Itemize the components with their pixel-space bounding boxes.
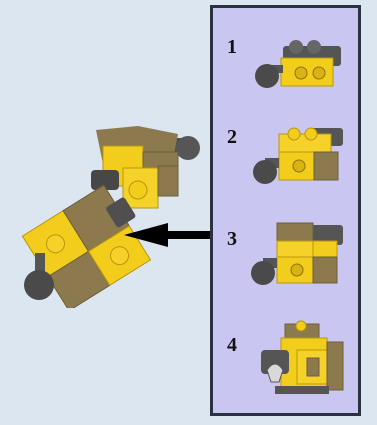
- assembled-model-icon: [21, 126, 200, 308]
- step-number-2: 2: [227, 126, 237, 148]
- step-number-3: 3: [227, 228, 237, 250]
- brick-with-ball-joint-step-2-icon: [253, 127, 343, 184]
- assembled-model-illustration: [8, 118, 218, 308]
- step-1-illustration: [251, 28, 351, 108]
- steps-panel: 1 2: [210, 5, 361, 416]
- step-number-4: 4: [227, 334, 237, 356]
- step-2-illustration: [251, 118, 351, 198]
- placement-arrow: [124, 219, 212, 251]
- brick-with-ball-joint-step-4-icon: [261, 320, 344, 394]
- brick-with-ball-joint-step-3-icon: [251, 222, 343, 285]
- step-4-illustration: [251, 318, 351, 398]
- left-arrow-icon: [124, 223, 212, 247]
- step-number-1: 1: [227, 36, 237, 58]
- step-3-illustration: [251, 213, 351, 293]
- brick-with-ball-joint-step-1-icon: [255, 40, 341, 88]
